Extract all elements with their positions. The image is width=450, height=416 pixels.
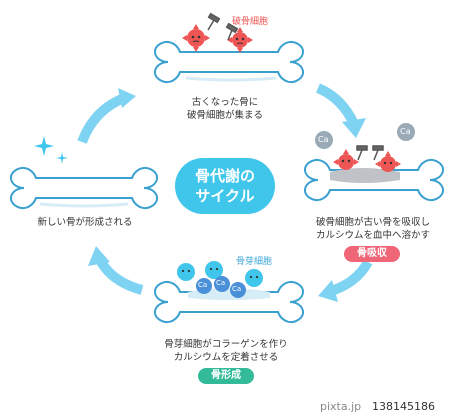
- center-title-line2: サイクル: [195, 187, 255, 205]
- top-caption: 古くなった骨に 破骨細胞が集まる: [150, 96, 300, 122]
- arrow-head: [342, 118, 366, 138]
- bottom-caption: 骨芽細胞がコラーゲンを作り カルシウムを定着させる: [146, 338, 306, 364]
- arrow-head: [88, 246, 110, 266]
- sparkle-icon: [34, 136, 68, 164]
- right-caption-line2: カルシウムを血中へ溶かす: [315, 230, 430, 241]
- calcium-label-2: Ca: [400, 127, 411, 136]
- osteoblast-label: 骨芽細胞: [236, 257, 273, 267]
- osteoclast-label: 破骨細胞: [232, 17, 269, 27]
- arrow-bottom-left: [95, 257, 144, 295]
- arrow-top-right: [315, 83, 359, 127]
- left-caption: 新しい骨が形成される: [37, 217, 133, 228]
- calcium-ion-icon: [196, 278, 212, 294]
- cycle-arrows: [77, 83, 373, 302]
- arrow-top-left: [77, 93, 127, 144]
- bottom-caption-line1: 骨芽細胞がコラーゲンを作り: [164, 339, 288, 350]
- right-caption: 破骨細胞が古い骨を吸収し カルシウムを血中へ溶かす: [296, 216, 450, 242]
- bone-right: [303, 158, 445, 202]
- hammer-icon: [207, 12, 239, 41]
- calcium-label-4: Ca: [216, 279, 226, 287]
- calcium-label-5: Ca: [232, 285, 242, 293]
- calcium-label-3: Ca: [198, 281, 208, 289]
- bone-bottom: [153, 280, 305, 324]
- osteoblast-cells: [177, 261, 263, 298]
- calcium-ion-icon: [397, 123, 415, 141]
- bottom-caption-line2: カルシウムを定着させる: [173, 352, 279, 363]
- center-title-line1: 骨代謝の: [194, 167, 255, 185]
- bone-top: [153, 40, 305, 84]
- top-caption-line1: 古くなった骨に: [191, 97, 259, 108]
- calcium-ion-icon: [315, 131, 333, 149]
- arrow-head: [318, 280, 338, 302]
- hammer-icon: [356, 145, 384, 161]
- right-caption-line1: 破骨細胞が古い骨を吸収し: [315, 217, 430, 228]
- center-title: 骨代謝の サイクル: [175, 158, 275, 214]
- footer-site: pixta.jp: [320, 400, 362, 413]
- osteoclast-cells-top: [182, 12, 253, 53]
- bone-erosion: [330, 168, 400, 183]
- bone-formation-badge: 骨形成: [198, 368, 254, 384]
- bone-left: [9, 166, 159, 210]
- calcium-ion-icon: [230, 282, 246, 298]
- top-caption-line2: 破骨細胞が集まる: [186, 110, 263, 121]
- arrow-head: [118, 88, 136, 108]
- footer-id: 138145186: [372, 400, 435, 413]
- calcium-ion-icon: [214, 276, 230, 292]
- osteoclast-cells-right: [315, 123, 415, 172]
- calcium-label-1: Ca: [318, 135, 329, 144]
- bone-resorption-badge: 骨吸収: [344, 246, 400, 262]
